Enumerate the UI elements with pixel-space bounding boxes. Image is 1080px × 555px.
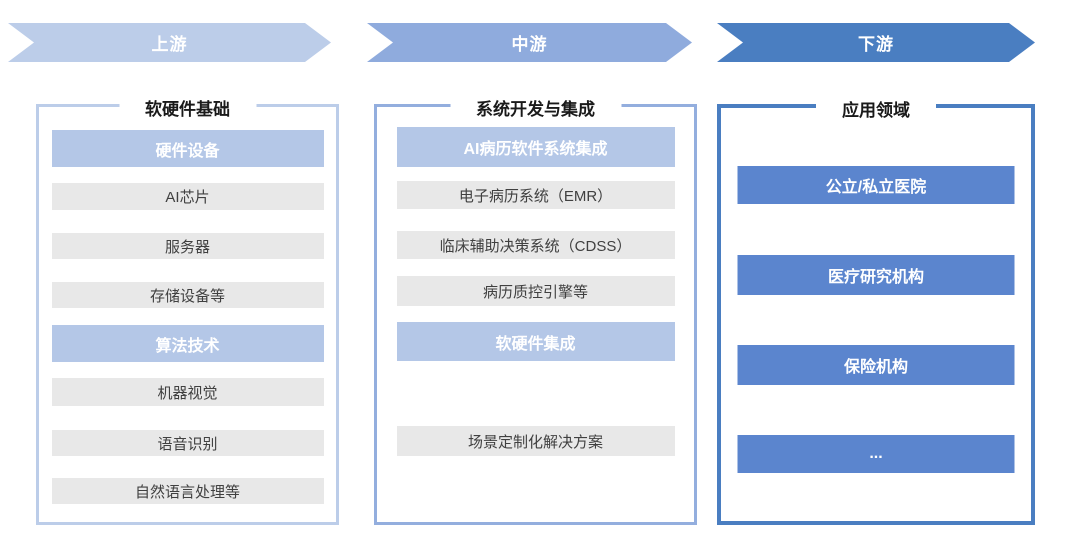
stage-arrow-upstream: 上游 <box>8 23 331 62</box>
item-emr-system: 电子病历系统（EMR） <box>396 181 675 209</box>
stage-arrow-midstream: 中游 <box>367 23 692 62</box>
panel-upstream: 软硬件基础 硬件设备 AI芯片 服务器 存储设备等 算法技术 机器视觉 语音识别… <box>36 93 339 525</box>
stage-label-midstream: 中游 <box>511 35 548 54</box>
group-header-hw-sw-integration: 软硬件集成 <box>396 322 675 361</box>
item-cdss-system: 临床辅助决策系统（CDSS） <box>396 231 675 259</box>
panel-title-upstream: 软硬件基础 <box>119 93 256 122</box>
stage-arrow-downstream: 下游 <box>717 23 1035 62</box>
group-header-algorithm: 算法技术 <box>51 325 324 362</box>
item-ai-chip: AI芯片 <box>51 183 324 210</box>
panel-title-downstream: 应用领域 <box>816 94 936 123</box>
item-custom-solutions: 场景定制化解决方案 <box>396 426 675 456</box>
appbox-hospitals: 公立/私立医院 <box>737 166 1015 204</box>
panel-title-midstream: 系统开发与集成 <box>450 93 621 122</box>
item-storage: 存储设备等 <box>51 282 324 308</box>
group-header-hardware: 硬件设备 <box>51 130 324 167</box>
group-header-ai-emr-integration: AI病历软件系统集成 <box>396 127 675 167</box>
appbox-insurance: 保险机构 <box>737 345 1015 385</box>
item-machine-vision: 机器视觉 <box>51 378 324 406</box>
item-speech-recognition: 语音识别 <box>51 430 324 456</box>
item-quality-control-engine: 病历质控引擎等 <box>396 276 675 306</box>
stage-label-downstream: 下游 <box>858 35 894 54</box>
stage-label-upstream: 上游 <box>151 35 188 54</box>
item-server: 服务器 <box>51 233 324 259</box>
appbox-research-institutions: 医疗研究机构 <box>737 255 1015 295</box>
panel-midstream: 系统开发与集成 AI病历软件系统集成 电子病历系统（EMR） 临床辅助决策系统（… <box>374 93 697 525</box>
item-nlp: 自然语言处理等 <box>51 478 324 504</box>
panel-downstream: 应用领域 公立/私立医院 医疗研究机构 保险机构 ... <box>717 94 1035 525</box>
appbox-ellipsis: ... <box>737 435 1015 473</box>
